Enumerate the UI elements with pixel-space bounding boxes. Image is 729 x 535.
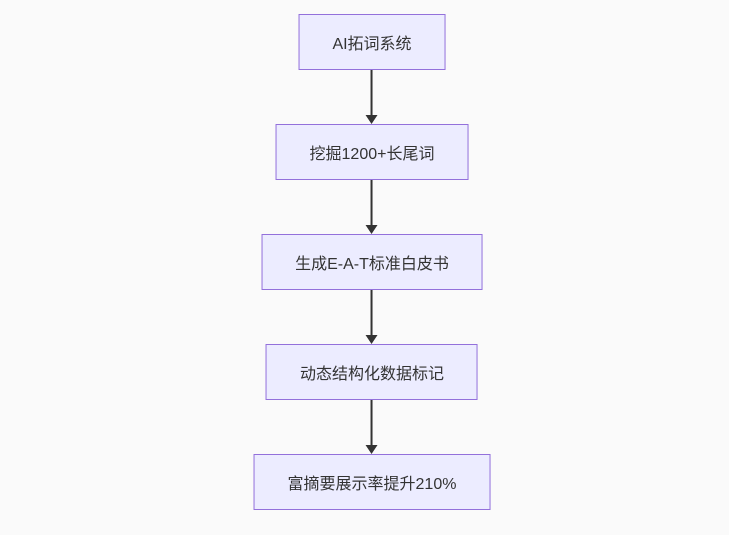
node-label-1: AI拓词系统: [332, 36, 412, 53]
edge-line: [371, 400, 373, 445]
node-label-4: 动态结构化数据标记: [299, 366, 444, 383]
node-label-2: 挖掘1200+长尾词: [309, 146, 435, 163]
flowchart-node-5: 富摘要展示率提升210%: [253, 454, 491, 510]
edge-connector-4: [366, 400, 378, 454]
node-label-3: 生成E-A-T标准白皮书: [295, 256, 449, 273]
edge-line: [371, 290, 373, 335]
flowchart-node-2: 挖掘1200+长尾词: [275, 124, 469, 180]
edge-connector-3: [366, 290, 378, 344]
flowchart-node-3: 生成E-A-T标准白皮书: [261, 234, 483, 290]
arrow-down-icon: [366, 335, 378, 344]
node-label-5: 富摘要展示率提升210%: [287, 476, 457, 493]
flowchart: AI拓词系统 挖掘1200+长尾词 生成E-A-T标准白皮书 动态结构化数据标记: [253, 14, 491, 510]
flowchart-node-1: AI拓词系统: [298, 14, 446, 70]
edge-connector-2: [366, 180, 378, 234]
edge-connector-1: [366, 70, 378, 124]
edge-line: [371, 180, 373, 225]
arrow-down-icon: [366, 445, 378, 454]
flowchart-node-4: 动态结构化数据标记: [265, 344, 478, 400]
edge-line: [371, 70, 373, 115]
arrow-down-icon: [366, 225, 378, 234]
arrow-down-icon: [366, 115, 378, 124]
